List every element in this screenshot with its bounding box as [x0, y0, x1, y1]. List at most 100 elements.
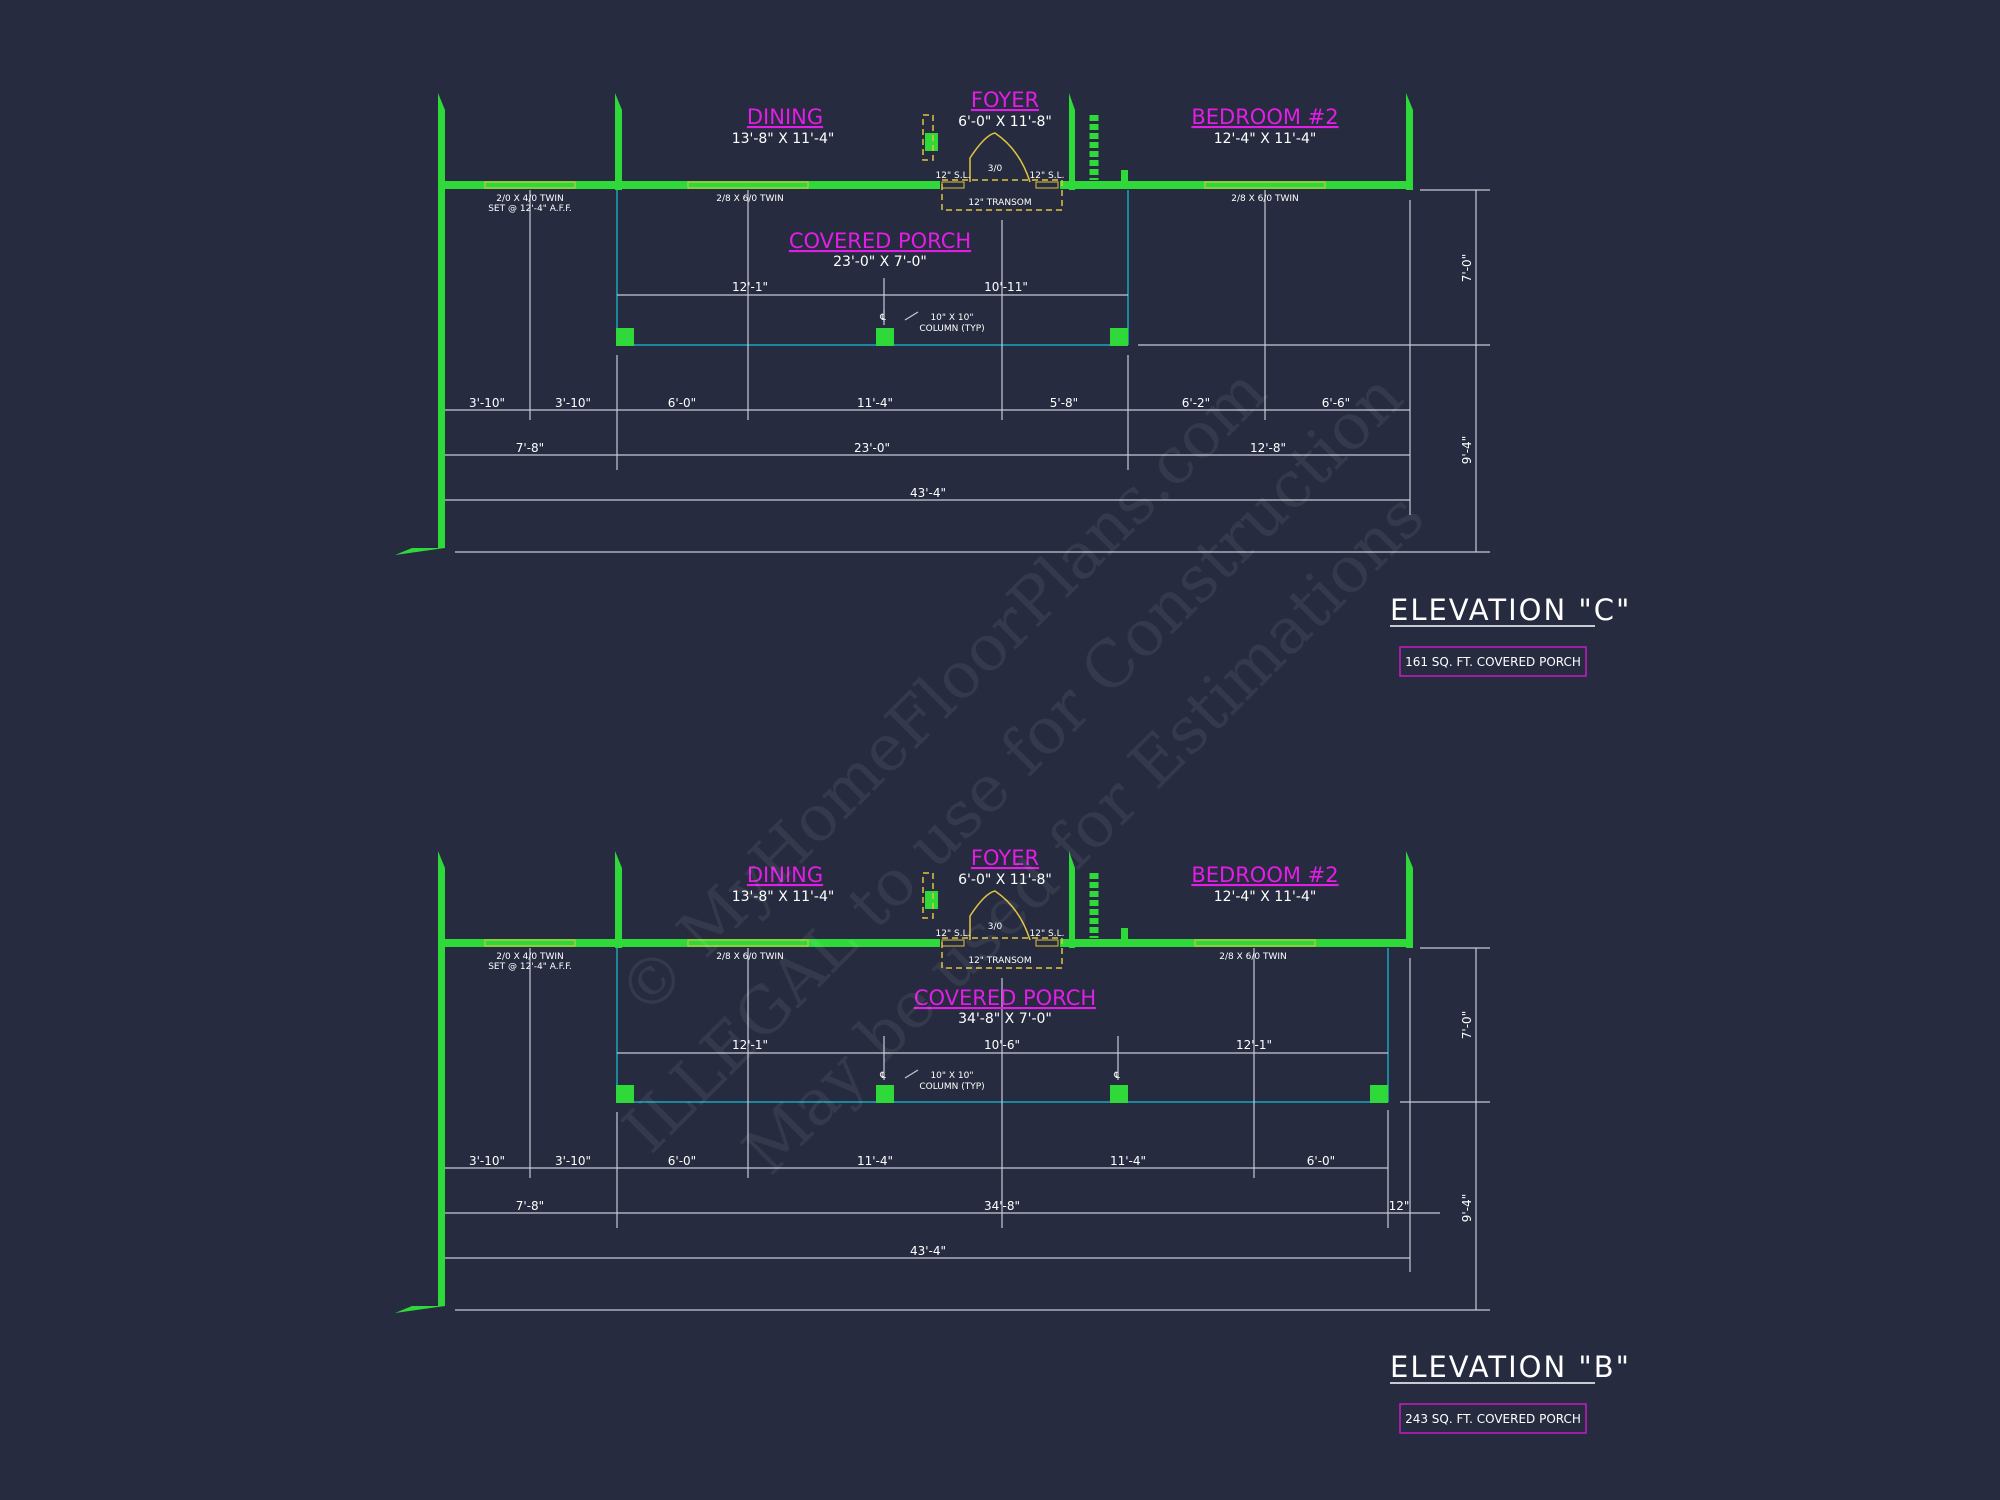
window-note-left: SET @ 12'-4" A.F.F. — [488, 962, 572, 972]
dim-row1: 5'-8" — [1050, 396, 1078, 410]
dim-row1: 3'-10" — [555, 396, 591, 410]
sidelight-label-right: 12" S.L. — [1030, 171, 1065, 181]
dim-row2: 7'-8" — [516, 441, 544, 455]
covered-porch — [616, 190, 1129, 346]
dimension-lines — [445, 947, 1490, 1311]
door-swing — [969, 890, 1031, 941]
column — [1370, 1085, 1388, 1103]
room-size-porch: 34'-8" X 7'-0" — [958, 1011, 1052, 1027]
dim-row1: 6'-0" — [668, 396, 696, 410]
window-left — [484, 181, 576, 189]
dim-row1: 3'-10" — [469, 1154, 505, 1168]
room-size-porch: 23'-0" X 7'-0" — [833, 254, 927, 270]
column-note-size: 10" X 10" — [930, 313, 973, 323]
room-name-foyer: FOYER — [971, 846, 1039, 870]
dim-vertical: 9'-4" — [1460, 1194, 1474, 1222]
column — [1110, 328, 1128, 346]
dim-overall: 43'-4" — [910, 486, 946, 500]
sidelight-label-left: 12" S.L. — [936, 171, 971, 181]
room-name-porch: COVERED PORCH — [914, 986, 1096, 1010]
dim-row1: 3'-10" — [469, 396, 505, 410]
centerline-symbol: ℄ — [879, 1071, 886, 1081]
door-size-label: 3/0 — [988, 922, 1003, 932]
dim-row1: 11'-4" — [857, 396, 893, 410]
column-note-type: COLUMN (TYP) — [919, 324, 984, 334]
dim-row2: 23'-0" — [854, 441, 890, 455]
porch-dim: 10'-6" — [984, 1038, 1020, 1052]
dim-row2: 34'-8" — [984, 1199, 1020, 1213]
window-label-dining: 2/8 X 6/0 TWIN — [716, 952, 784, 962]
area-box — [1399, 1403, 1587, 1434]
room-name-foyer: FOYER — [971, 88, 1039, 112]
exterior-walls — [395, 93, 1413, 555]
porch-dim: 10'-11" — [984, 280, 1028, 294]
elevation-title: ELEVATION "B" — [1390, 1350, 1631, 1384]
door-size-label: 3/0 — [988, 164, 1003, 174]
sidelight-left — [941, 181, 965, 189]
column — [616, 1085, 634, 1103]
window-bedroom — [1194, 939, 1316, 947]
window-note-left: SET @ 12'-4" A.F.F. — [488, 204, 572, 214]
area-box — [1399, 646, 1587, 677]
column-leader — [904, 1069, 919, 1079]
room-name-bedroom: BEDROOM #2 — [1191, 863, 1338, 887]
window-label-left: 2/0 X 4/0 TWIN — [496, 952, 564, 962]
window-dining — [687, 939, 809, 947]
dim-row1: 6'-2" — [1182, 396, 1210, 410]
foyer-sidelight-left — [922, 872, 934, 919]
dim-row2: 12'-8" — [1250, 441, 1286, 455]
column-note-size: 10" X 10" — [930, 1071, 973, 1081]
transom — [941, 937, 1063, 969]
elevation-c: DINING 13'-8" X 11'-4" FOYER 6'-0" X 11'… — [395, 88, 1631, 677]
dim-row1: 6'-0" — [668, 1154, 696, 1168]
column — [1110, 1085, 1128, 1103]
sidelight-left — [941, 939, 965, 947]
transom — [941, 179, 1063, 211]
dim-row1: 11'-4" — [857, 1154, 893, 1168]
sidelight-label-right: 12" S.L. — [1030, 929, 1065, 939]
area-label: 161 SQ. FT. COVERED PORCH — [1405, 655, 1581, 669]
column-leader — [883, 310, 919, 325]
sidelight-right — [1035, 939, 1059, 947]
window-label-bedroom: 2/8 X 6/0 TWIN — [1231, 194, 1299, 204]
porch-dim: 12'-1" — [732, 1038, 768, 1052]
elevation-b: DINING 13'-8" X 11'-4" FOYER 6'-0" X 11'… — [395, 846, 1631, 1434]
porch-dim: 12'-1" — [1236, 1038, 1272, 1052]
dim-vertical: 7'-0" — [1460, 254, 1474, 282]
dim-row1: 3'-10" — [555, 1154, 591, 1168]
dimension-lines — [445, 189, 1490, 553]
room-size-bedroom: 12'-4" X 11'-4" — [1214, 131, 1317, 147]
transom-label: 12" TRANSOM — [968, 198, 1031, 208]
transom-label: 12" TRANSOM — [968, 956, 1031, 966]
room-size-dining: 13'-8" X 11'-4" — [732, 889, 835, 905]
centerline-symbol: ℄ — [879, 313, 886, 323]
room-size-dining: 13'-8" X 11'-4" — [732, 131, 835, 147]
area-label: 243 SQ. FT. COVERED PORCH — [1405, 1412, 1581, 1426]
room-size-foyer: 6'-0" X 11'-8" — [958, 872, 1052, 888]
dim-row2: 12" — [1389, 1199, 1410, 1213]
sidelight-label-left: 12" S.L. — [936, 929, 971, 939]
room-name-dining: DINING — [747, 105, 823, 129]
door-swing — [969, 132, 1031, 183]
dim-row1: 11'-4" — [1110, 1154, 1146, 1168]
column — [616, 328, 634, 346]
window-label-bedroom: 2/8 X 6/0 TWIN — [1219, 952, 1287, 962]
dim-row2: 7'-8" — [516, 1199, 544, 1213]
room-size-bedroom: 12'-4" X 11'-4" — [1214, 889, 1317, 905]
room-name-bedroom: BEDROOM #2 — [1191, 105, 1338, 129]
room-name-porch: COVERED PORCH — [789, 229, 971, 253]
column — [876, 328, 894, 346]
dim-overall: 43'-4" — [910, 1244, 946, 1258]
elevation-title: ELEVATION "C" — [1390, 593, 1631, 627]
centerline-symbol: ℄ — [1113, 1071, 1120, 1081]
dim-row1: 6'-0" — [1307, 1154, 1335, 1168]
dim-row1: 6'-6" — [1322, 396, 1350, 410]
room-size-foyer: 6'-0" X 11'-8" — [958, 114, 1052, 130]
column-note-type: COLUMN (TYP) — [919, 1082, 984, 1092]
foyer-sidelight-left — [922, 114, 934, 161]
window-label-left: 2/0 X 4/0 TWIN — [496, 194, 564, 204]
dim-vertical: 7'-0" — [1460, 1011, 1474, 1039]
exterior-walls — [395, 851, 1413, 1313]
dim-vertical: 9'-4" — [1460, 436, 1474, 464]
